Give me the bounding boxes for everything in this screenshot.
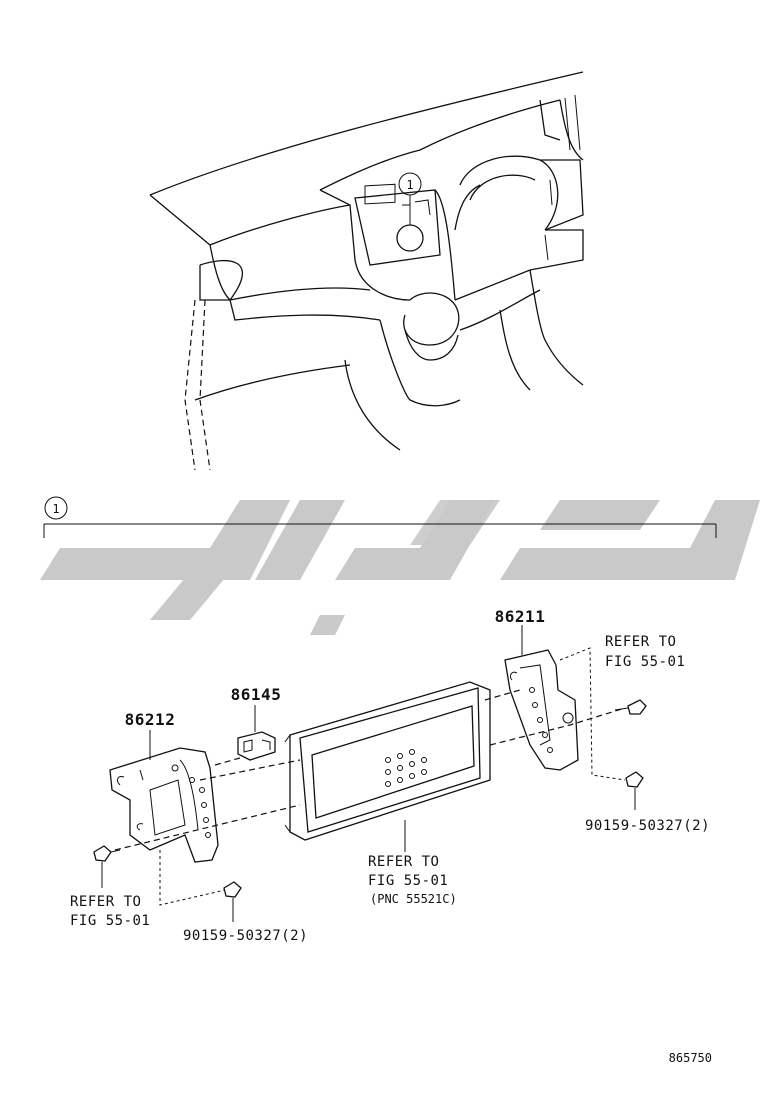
watermark-logo	[40, 500, 760, 635]
part-number-86211: 86211	[495, 607, 546, 626]
bolt-right-part-number: 90159-50327(2)	[585, 818, 710, 834]
refer-center-line1: REFER TO	[368, 854, 439, 870]
bolt-left-part-number: 90159-50327(2)	[183, 928, 308, 944]
callout-1-top-number: 1	[406, 178, 413, 192]
part-number-86145: 86145	[231, 685, 282, 704]
refer-right-line1: REFER TO	[605, 634, 676, 650]
bracket-86211	[504, 625, 579, 771]
assembly-lines	[114, 647, 626, 906]
illustration-id: 865750	[669, 1051, 712, 1065]
bracket-86212	[109, 730, 219, 863]
refer-center-line3: (PNC 55521C)	[370, 892, 457, 906]
bolt-lower-left	[223, 881, 242, 922]
display-button-grid	[385, 749, 427, 787]
refer-left-line1: REFER TO	[70, 894, 141, 910]
connector-86145	[237, 705, 276, 761]
dashboard-illustration	[149, 71, 584, 471]
bolt-upper-right	[614, 699, 647, 715]
refer-center-line2: FIG 55-01	[368, 873, 448, 889]
display-unit	[284, 681, 491, 852]
callout-1-top: 1	[398, 172, 422, 225]
bolt-lower-right	[625, 771, 644, 810]
refer-right-line2: FIG 55-01	[605, 654, 685, 670]
bolt-left	[93, 845, 121, 888]
callout-1-section-number: 1	[52, 502, 59, 516]
refer-left-line2: FIG 55-01	[70, 913, 150, 929]
part-number-86212: 86212	[125, 710, 176, 729]
section-bracket: 1	[43, 496, 717, 538]
